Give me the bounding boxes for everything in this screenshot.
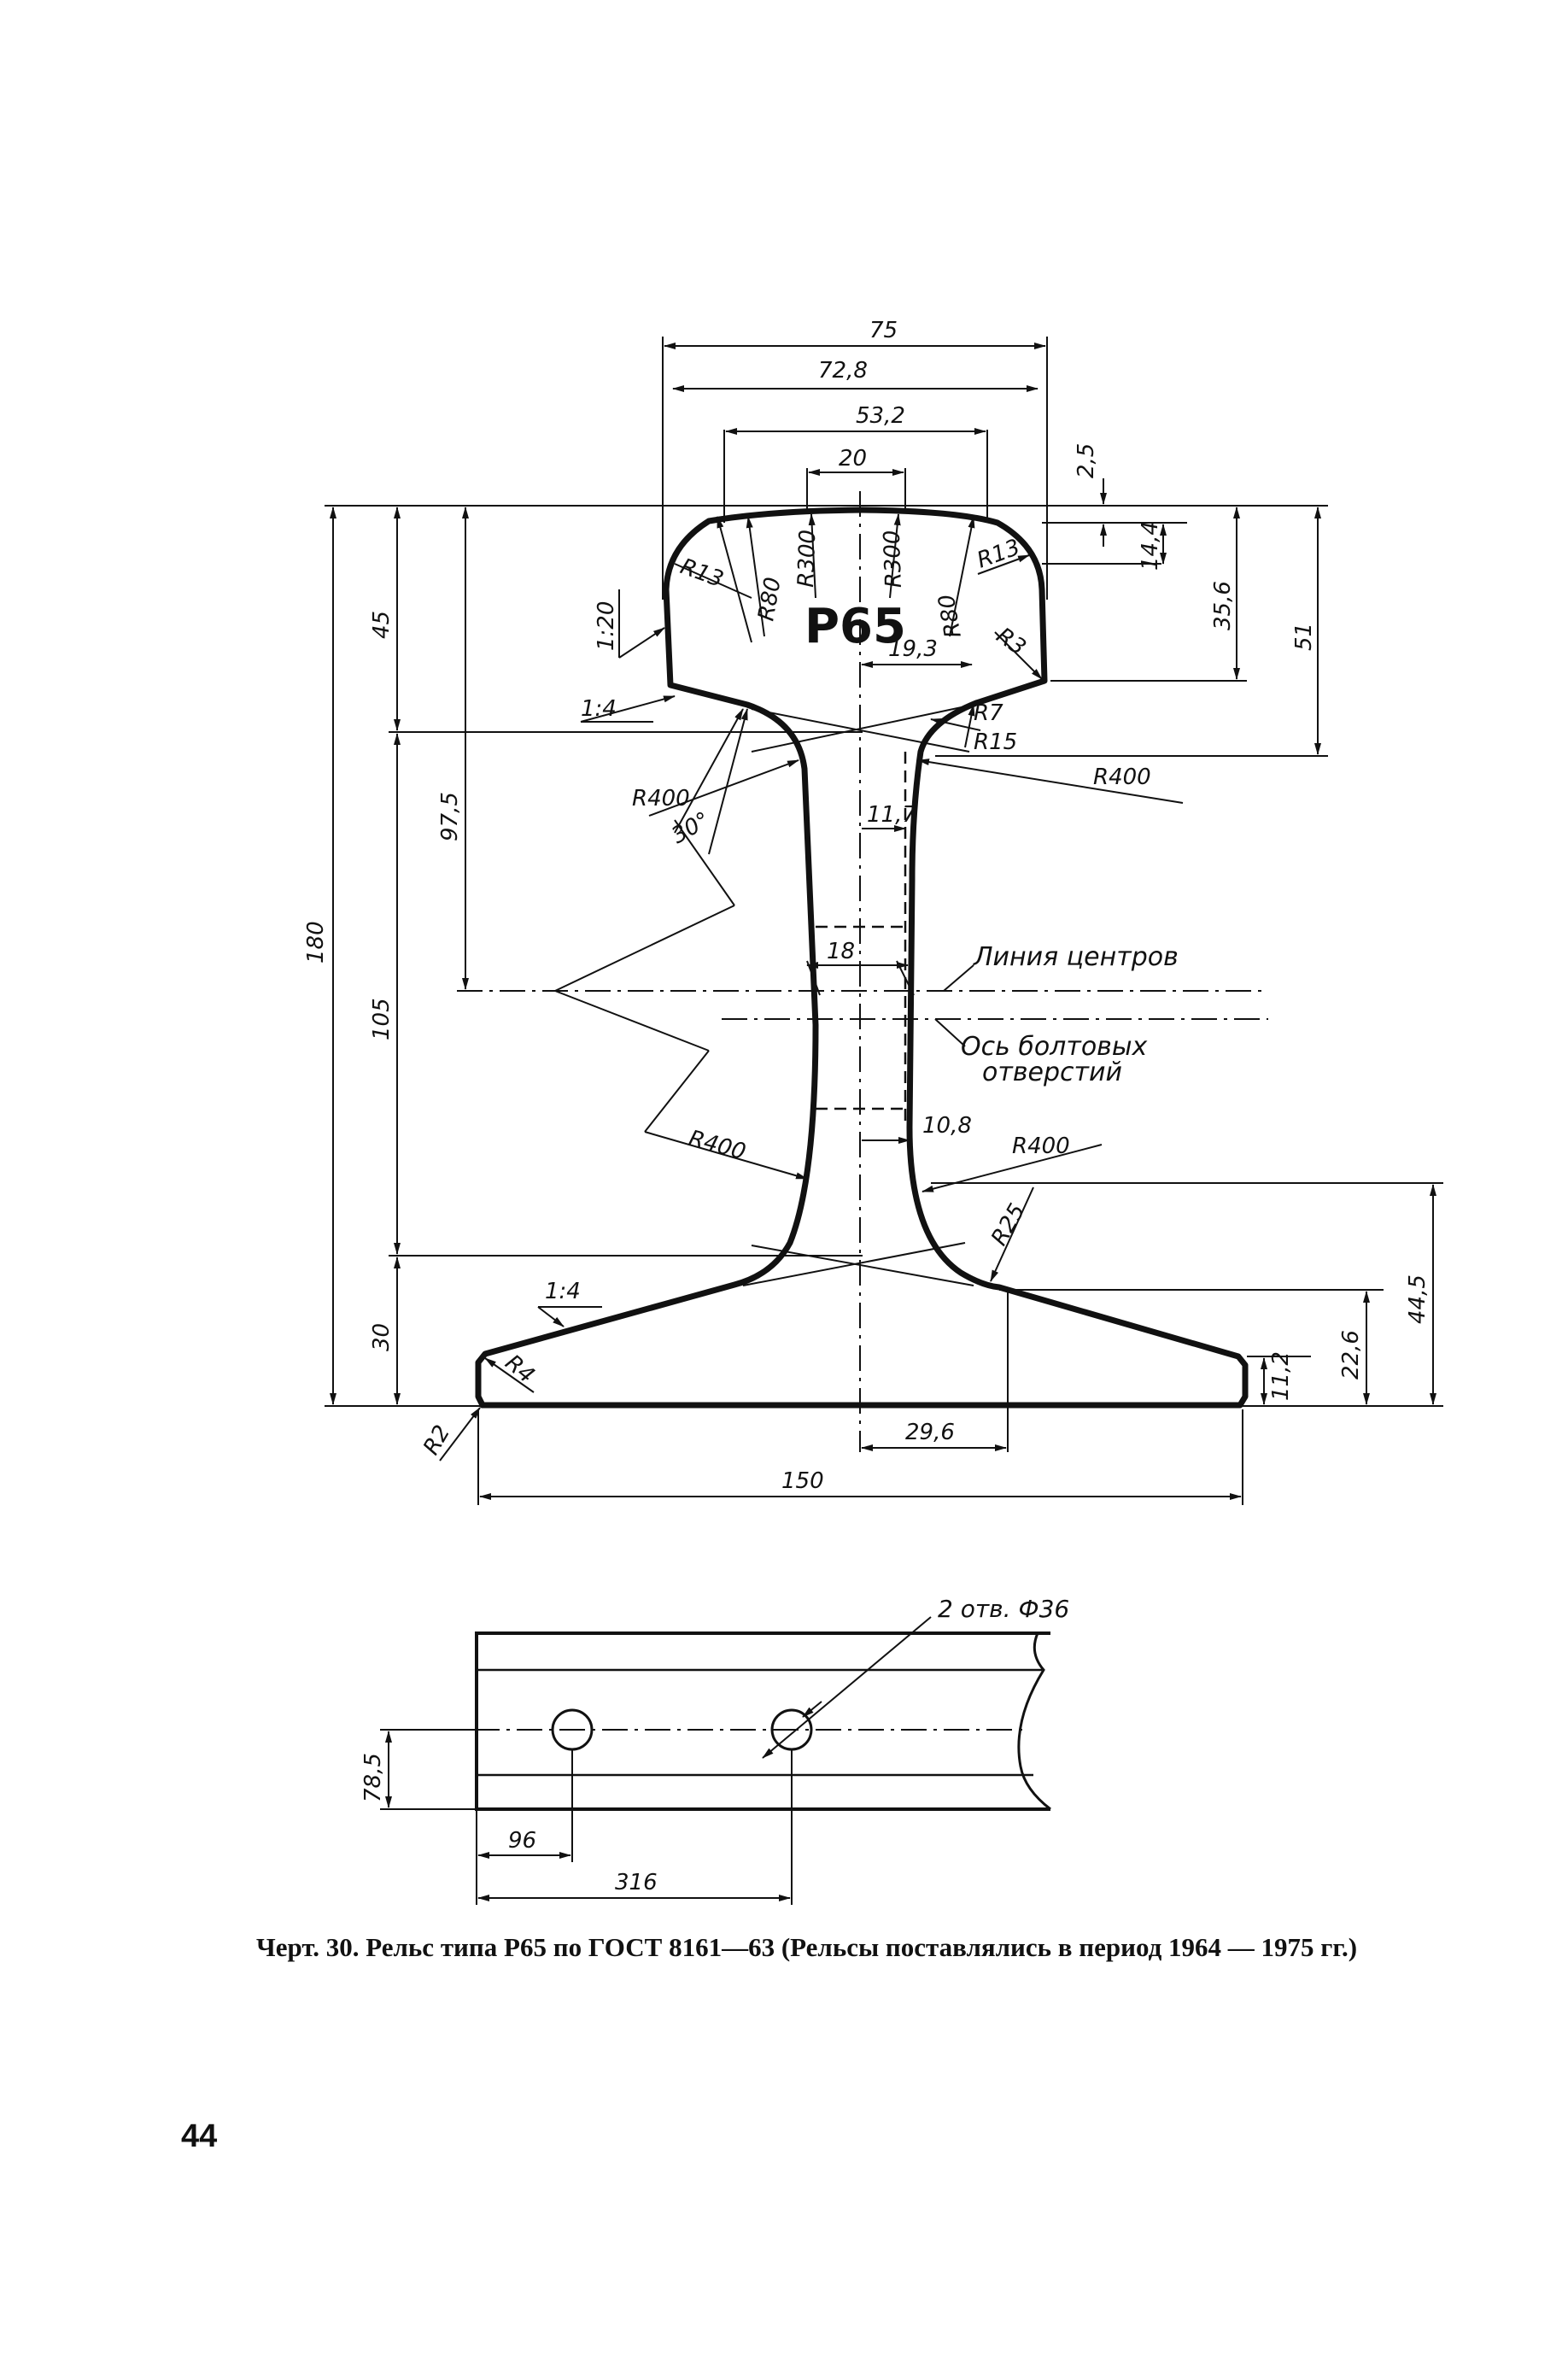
- dim-105: 105: [369, 998, 395, 1040]
- r2: R2: [418, 1421, 455, 1460]
- dim-180: 180: [303, 921, 329, 964]
- radius-leader: [554, 905, 735, 992]
- r15: R15: [974, 729, 1017, 755]
- radius-leader: [949, 516, 975, 637]
- construction-line: [751, 704, 974, 753]
- radius-leader: [644, 1050, 710, 1133]
- r7: R7: [974, 700, 1003, 726]
- dim-leader: [896, 960, 915, 996]
- dim-11-2: 11,2: [1268, 1351, 1294, 1401]
- radius-leader: [644, 1131, 808, 1180]
- dim-14-4: 14,4: [1138, 521, 1163, 571]
- dim-10-8: 10,8: [922, 1113, 972, 1139]
- profile-label: Р65: [804, 599, 906, 654]
- side-view: 2 отв. Ф36 78,5 96 316: [360, 1595, 1069, 1905]
- radius-leader: [930, 718, 981, 731]
- hole-leader: [802, 1701, 822, 1718]
- slope-1-4-top: 1:4: [581, 696, 617, 722]
- radius-leader: [648, 759, 799, 817]
- radius-leader: [674, 708, 744, 834]
- holes-label: 2 отв. Ф36: [938, 1595, 1069, 1623]
- rail-profile-outline: [475, 507, 1249, 1409]
- dim-19-3: 19,3: [888, 636, 938, 662]
- radius-leader: [917, 759, 1184, 804]
- radius-leader: [674, 819, 735, 906]
- dim-96: 96: [508, 1828, 536, 1854]
- slope-1-20: 1:20: [594, 601, 619, 651]
- radius-leader: [921, 1144, 1103, 1192]
- radius-leader: [746, 516, 765, 637]
- radius-leader: [484, 1357, 535, 1393]
- r300-left: R300: [793, 530, 821, 589]
- bolt-axis-label-2: отверстий: [982, 1057, 1122, 1087]
- radius-leader: [439, 1407, 481, 1462]
- center-line-label: Линия центров: [973, 942, 1179, 972]
- bolt-axis-label-1: Ось болтовых: [961, 1032, 1148, 1062]
- dim-150: 150: [781, 1468, 824, 1494]
- dim-78-5: 78,5: [360, 1753, 386, 1802]
- radius-leader: [889, 513, 901, 599]
- dim-72-8: 72,8: [818, 358, 868, 384]
- dim-97-5: 97,5: [437, 792, 463, 841]
- dim-22-6: 22,6: [1338, 1330, 1364, 1380]
- side-view-break: [1017, 1632, 1051, 1811]
- radius-leader: [994, 631, 1043, 680]
- radius-leader: [708, 708, 748, 855]
- dim-leader: [806, 960, 821, 996]
- hole-leader: [762, 1616, 932, 1759]
- r13-right: R13: [974, 535, 1023, 574]
- slope-leader: [580, 695, 676, 723]
- dim-51: 51: [1291, 623, 1317, 651]
- r400-upper-right: R400: [1093, 764, 1151, 790]
- slope-leader: [537, 1306, 565, 1327]
- r13-left: R13: [677, 554, 727, 593]
- dim-35-6: 35,6: [1210, 581, 1236, 630]
- construction-line: [751, 1245, 974, 1286]
- radius-leader: [554, 990, 710, 1052]
- dim-75: 75: [869, 318, 898, 343]
- radius-leader: [808, 513, 816, 599]
- dim-18: 18: [827, 939, 855, 964]
- side-view-outline: [475, 1632, 1050, 1811]
- dim-53-2: 53,2: [856, 403, 905, 429]
- slope-leader: [618, 627, 665, 659]
- dim-29-6: 29,6: [905, 1420, 955, 1445]
- dim-45: 45: [369, 611, 395, 639]
- r400-upper-left: R400: [632, 786, 690, 811]
- radius-leader: [717, 516, 752, 643]
- radius-leader: [977, 554, 1030, 575]
- radius-leader: [674, 563, 752, 599]
- dim-20: 20: [839, 446, 867, 472]
- dim-2-5: 2,5: [1074, 443, 1099, 478]
- dim-11-7: 11,7: [867, 802, 916, 828]
- dim-44-5: 44,5: [1405, 1274, 1431, 1324]
- slope-1-4-bottom: 1:4: [545, 1279, 581, 1304]
- note-leader: [934, 1018, 966, 1047]
- angle-30: 30°: [668, 807, 715, 849]
- r3: R3: [992, 623, 1031, 660]
- dim-316: 316: [615, 1870, 658, 1895]
- construction-line: [751, 708, 970, 753]
- note-leader: [943, 964, 974, 992]
- radius-leader: [990, 1186, 1034, 1282]
- radius-leader: [964, 704, 975, 748]
- page-number: 44: [181, 2118, 218, 2154]
- dim-30: 30: [369, 1323, 395, 1351]
- figure-caption: Черт. 30. Рельс типа Р65 по ГОСТ 8161—63…: [256, 1932, 1358, 1962]
